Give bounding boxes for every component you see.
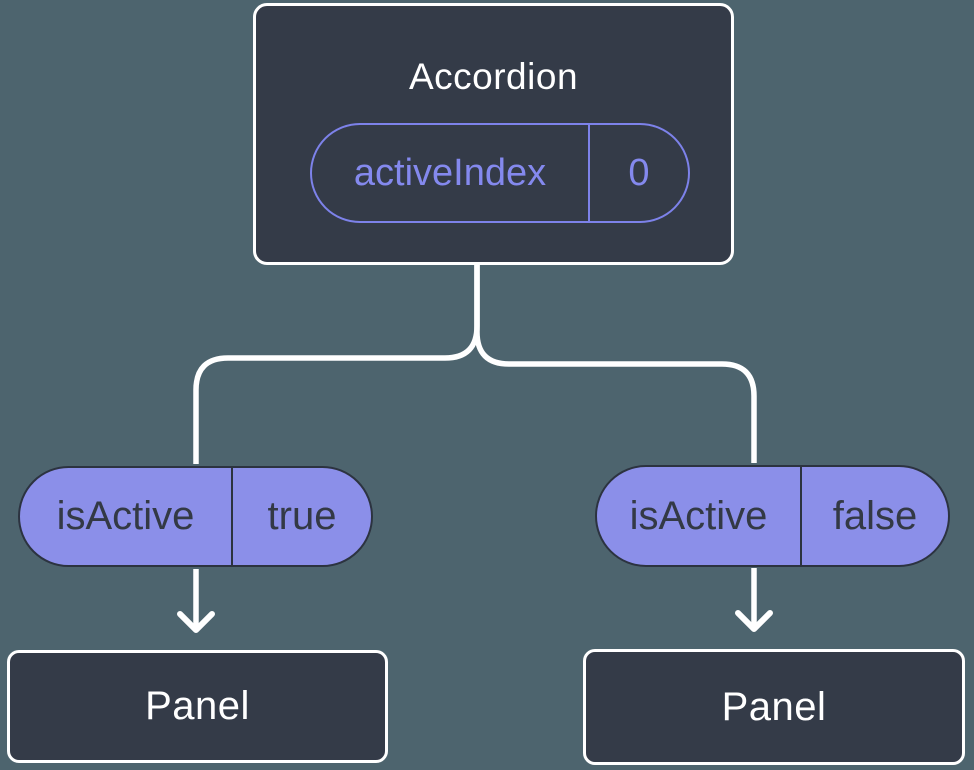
active-index-pill: activeIndex 0 [310, 123, 690, 223]
branch-line-right [474, 265, 757, 463]
accordion-title: Accordion [408, 56, 579, 97]
prop-name-label: activeIndex [353, 151, 547, 194]
state-value-label: false [800, 467, 948, 565]
state-value-label: true [231, 468, 371, 565]
is-active-pill-true: isActive true [18, 466, 373, 567]
panel-node-right: Panel [583, 649, 965, 765]
panel-title: Panel [145, 684, 250, 728]
accordion-node: Accordion activeIndex 0 [253, 3, 734, 265]
branch-line-left [193, 265, 480, 464]
prop-value-label: 0 [588, 125, 688, 221]
state-name-label: isActive [629, 493, 768, 538]
state-name-label: isActive [56, 494, 195, 538]
panel-title: Panel [721, 684, 827, 729]
panel-node-left: Panel [7, 650, 388, 763]
arrow-head-left [177, 611, 215, 633]
arrow-head-right [735, 610, 773, 632]
is-active-pill-false: isActive false [595, 465, 950, 567]
